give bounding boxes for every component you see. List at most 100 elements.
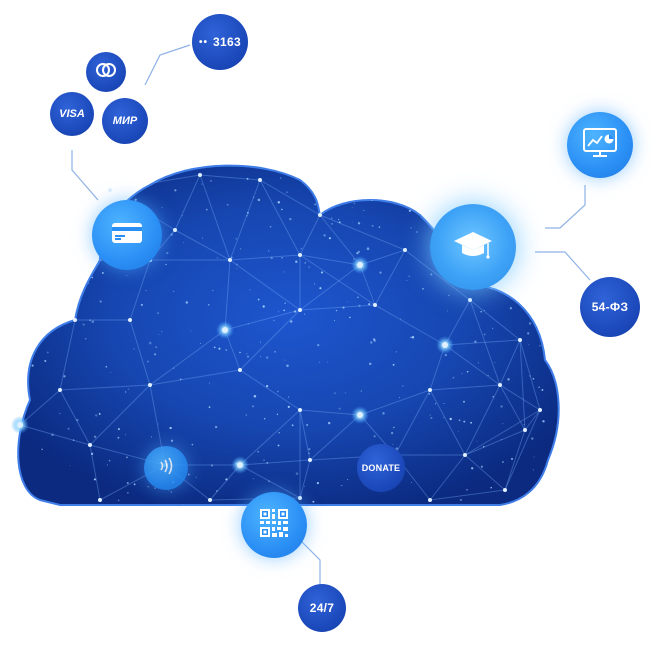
star-speck <box>268 480 270 483</box>
star-speck <box>500 405 503 408</box>
star-speck <box>328 237 331 240</box>
star-speck <box>172 290 175 293</box>
star-speck <box>277 444 280 447</box>
star-speck <box>334 320 336 322</box>
network-link <box>199 174 261 181</box>
star-speck <box>278 431 280 434</box>
network-link <box>499 339 521 386</box>
network-node <box>428 498 432 502</box>
star-speck <box>335 309 338 312</box>
star-speck <box>170 439 174 442</box>
star-speck <box>304 262 307 264</box>
star-speck <box>99 300 102 303</box>
network-link <box>224 259 231 331</box>
mir-badge: МИР <box>102 98 148 144</box>
mastercard-icon <box>95 62 117 82</box>
star-speck <box>357 296 359 298</box>
network-node <box>198 173 202 177</box>
star-speck <box>430 416 433 420</box>
network-link <box>319 214 361 266</box>
star-speck <box>127 388 130 390</box>
star-speck <box>333 186 336 188</box>
network-link <box>499 384 541 411</box>
network-node <box>298 496 302 500</box>
star-speck <box>59 412 61 414</box>
network-node <box>128 318 132 322</box>
star-speck <box>157 423 159 425</box>
star-speck <box>463 400 465 403</box>
star-speck <box>187 473 190 476</box>
star-speck <box>489 189 492 192</box>
star-speck <box>342 306 345 309</box>
star-speck <box>392 444 394 445</box>
network-link <box>299 409 361 416</box>
network-link <box>259 179 321 216</box>
network-node <box>238 368 242 372</box>
star-speck <box>363 209 365 211</box>
network-link <box>239 309 301 371</box>
star-speck <box>179 378 182 381</box>
star-speck <box>72 439 75 441</box>
star-speck <box>117 186 119 188</box>
star-speck <box>260 341 261 343</box>
star-speck <box>544 482 547 485</box>
star-speck <box>511 195 513 197</box>
network-node <box>498 383 502 387</box>
star-speck <box>527 332 530 335</box>
star-speck <box>276 413 279 415</box>
star-speck <box>463 420 466 423</box>
star-speck <box>262 305 265 308</box>
star-speck <box>528 344 530 346</box>
card-number-text: 3163 <box>213 35 241 49</box>
star-speck <box>202 237 203 239</box>
network-link <box>444 344 501 386</box>
star-speck <box>290 320 293 323</box>
star-speck <box>541 283 544 286</box>
star-speck <box>318 361 320 363</box>
star-speck <box>173 367 175 369</box>
star-speck <box>247 355 249 358</box>
star-speck <box>353 202 356 205</box>
star-speck <box>506 183 508 186</box>
star-speck <box>281 208 283 211</box>
network-link <box>504 429 526 491</box>
star-speck <box>133 483 136 486</box>
network-node <box>538 408 542 412</box>
star-speck <box>36 184 39 186</box>
star-speck <box>410 336 412 339</box>
star-speck <box>147 486 149 488</box>
star-speck <box>356 252 359 255</box>
star-speck <box>210 464 214 467</box>
network-link <box>199 174 231 261</box>
network-node <box>298 253 302 257</box>
star-speck <box>522 282 525 285</box>
credit-card-icon <box>111 222 143 249</box>
star-speck <box>154 353 157 356</box>
star-speck <box>330 217 333 219</box>
star-speck <box>239 247 242 250</box>
star-speck <box>88 282 90 284</box>
star-speck <box>411 482 413 483</box>
network-link <box>499 384 526 431</box>
star-speck <box>327 421 331 425</box>
star-speck <box>492 396 494 398</box>
star-speck <box>264 418 266 420</box>
star-speck <box>41 448 43 450</box>
network-link <box>374 249 406 306</box>
star-speck <box>323 234 326 237</box>
network-node <box>208 498 212 502</box>
star-speck <box>235 238 237 240</box>
network-link <box>404 249 471 301</box>
star-speck <box>42 332 46 336</box>
star-speck <box>106 464 108 466</box>
star-speck <box>448 294 450 296</box>
star-speck <box>246 211 249 214</box>
star-speck <box>308 452 310 455</box>
star-speck <box>491 327 494 330</box>
star-speck <box>538 386 540 389</box>
star-speck <box>253 196 255 198</box>
star-speck <box>351 207 353 209</box>
network-link <box>59 389 91 446</box>
star-speck <box>338 407 341 410</box>
star-speck <box>117 499 120 502</box>
